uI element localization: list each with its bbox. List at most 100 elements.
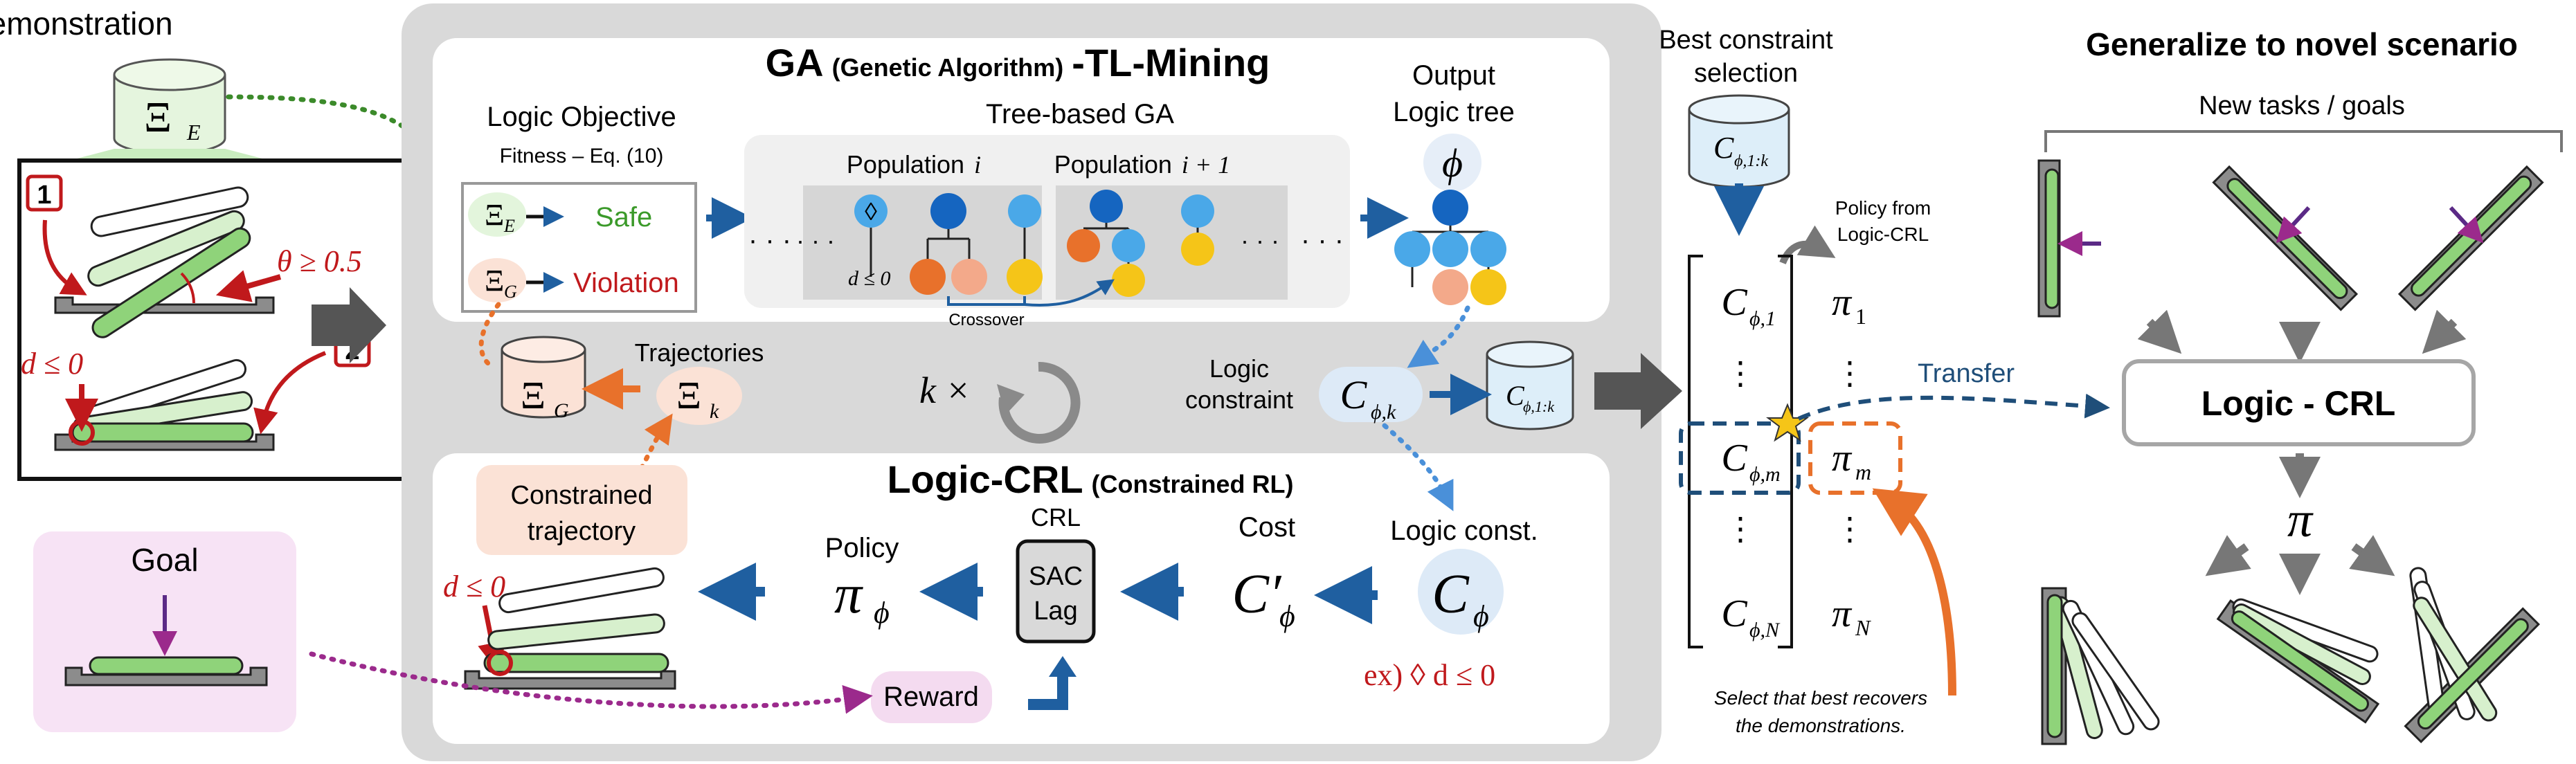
pop-d-condition: d ≤ 0	[848, 267, 890, 290]
svg-text:ϕ,1: ϕ,1	[1749, 307, 1776, 330]
fitness-label: Fitness – Eq. (10)	[500, 145, 664, 167]
c-phi: C	[1432, 564, 1470, 625]
pi-phi: π	[834, 564, 863, 625]
generalize-subtitle: New tasks / goals	[2199, 91, 2405, 120]
cost-label: Cost	[1239, 512, 1295, 543]
svg-text:⋮: ⋮	[1834, 356, 1866, 391]
demonstration-panel: Demonstration Ξ E 1 θ ≥ 0.5 d ≤ 0 2	[0, 6, 409, 481]
dots-right: · · ·	[1301, 225, 1344, 255]
ga-title: GA(Genetic Algorithm)-TL-Mining	[766, 41, 1270, 84]
svg-text:π: π	[1832, 592, 1853, 635]
logic-constraint-label-2: constraint	[1185, 385, 1293, 414]
demo-dataset-sub: E	[186, 120, 201, 145]
output-phi: ϕ	[1442, 140, 1463, 185]
svg-text:G: G	[554, 399, 569, 422]
middle-strip: Ξ G Trajectories Ξ k k × Logic constrain…	[478, 302, 1574, 511]
svg-text:ϕ: ϕ	[1473, 599, 1489, 633]
xi-g-cylinder-icon: Ξ G	[501, 336, 586, 422]
policy-label: Policy	[825, 533, 899, 563]
selection-title-2: selection	[1694, 59, 1798, 88]
selection-note-2: the demonstrations.	[1736, 715, 1906, 736]
transfer-label: Transfer	[1918, 359, 2015, 388]
crl-title: Logic-CRL(Constrained RL)	[887, 457, 1293, 501]
svg-text:k: k	[710, 400, 719, 423]
sac-lag-box	[1016, 539, 1096, 644]
svg-text:⋮: ⋮	[1724, 511, 1756, 547]
example-constraint: ex) ◊ d ≤ 0	[1364, 658, 1495, 692]
k-times-label: k ×	[919, 370, 971, 411]
generalize-pi: π	[2287, 492, 2314, 547]
svg-text:ϕ,1:k: ϕ,1:k	[1523, 398, 1555, 415]
svg-text:Logic - CRL: Logic - CRL	[2201, 384, 2396, 423]
svg-text:ϕ,k: ϕ,k	[1371, 401, 1396, 424]
svg-text:ϕ: ϕ	[874, 596, 890, 630]
svg-text:Lag: Lag	[1034, 597, 1077, 626]
trajectories-label: Trajectories	[635, 338, 764, 367]
svg-text:Ξ: Ξ	[521, 374, 546, 417]
svg-text:G: G	[504, 282, 517, 302]
loop-icon	[997, 361, 1081, 444]
safe-label: Safe	[595, 202, 652, 233]
svg-text:C: C	[1721, 437, 1747, 480]
svg-text:⋮: ⋮	[1834, 511, 1866, 547]
demo-dataset-symbol: Ξ	[144, 94, 172, 141]
dots-inner-left: · · ·	[796, 226, 835, 255]
svg-text:Ξ: Ξ	[676, 374, 701, 417]
demo-d-condition: d ≤ 0	[21, 347, 83, 381]
tree-ga-title: Tree-based GA	[986, 99, 1174, 129]
reward-box	[871, 671, 992, 723]
demonstration-title: Demonstration	[0, 6, 173, 42]
crl-label: CRL	[1031, 503, 1081, 531]
demo-theta-condition: θ ≥ 0.5	[277, 244, 362, 278]
goal-title: Goal	[131, 542, 198, 578]
output-title-2: Logic tree	[1393, 97, 1515, 127]
big-arrow-left	[312, 287, 386, 363]
crl-d-condition: d ≤ 0	[443, 570, 505, 603]
demo-step-1: 1	[37, 181, 51, 210]
svg-text:m: m	[1855, 460, 1871, 484]
svg-text:C: C	[1721, 281, 1747, 324]
svg-text:SAC: SAC	[1029, 562, 1083, 591]
svg-text:1: 1	[1855, 304, 1866, 329]
output-title-1: Output	[1412, 60, 1495, 91]
logic-objective: Logic Objective Fitness – Eq. (10) Ξ E S…	[461, 102, 697, 313]
selection-panel: Best constraint selection C ϕ,1:k Policy…	[1659, 26, 2110, 736]
logic-objective-title: Logic Objective	[487, 102, 676, 132]
c-store-cylinder-icon: C ϕ,1:k	[1486, 340, 1574, 430]
svg-text:C: C	[1506, 380, 1525, 411]
svg-text:E: E	[503, 216, 515, 236]
generalize-panel: Generalize to novel scenario New tasks /…	[2037, 26, 2563, 745]
svg-text:ϕ,N: ϕ,N	[1749, 619, 1781, 642]
svg-text:ϕ: ϕ	[1279, 599, 1295, 633]
big-arrow-right	[1594, 353, 1682, 429]
svg-text:C: C	[1340, 372, 1368, 417]
demo-dataset-cylinder-icon: Ξ E	[113, 58, 226, 155]
svg-text:ϕ,m: ϕ,m	[1749, 463, 1781, 486]
star-icon	[1766, 403, 1809, 442]
svg-text:π: π	[1832, 281, 1853, 324]
svg-text:Ξ: Ξ	[485, 198, 504, 232]
dots-inner-right: · · ·	[1241, 226, 1279, 255]
crossover-label: Crossover	[948, 311, 1024, 329]
svg-text:C: C	[1713, 131, 1734, 165]
svg-text:ϕ,1:k: ϕ,1:k	[1734, 152, 1768, 170]
svg-text:trajectory: trajectory	[528, 517, 636, 546]
logic-constraint-label-1: Logic	[1209, 354, 1269, 383]
policy-from-1: Policy from	[1835, 197, 1931, 219]
logic-crl-box	[2122, 359, 2476, 446]
svg-text:Reward: Reward	[883, 682, 979, 712]
svg-text:Constrained: Constrained	[511, 481, 653, 510]
policy-from-2: Logic-CRL	[1837, 224, 1929, 245]
svg-text:π: π	[1832, 437, 1853, 480]
pi-m-highlight	[1808, 421, 1902, 495]
constrained-trajectory: Constrained trajectory	[476, 465, 687, 555]
generalize-title: Generalize to novel scenario	[2086, 26, 2518, 62]
crl-bar-scene: d ≤ 0	[443, 567, 676, 690]
goal-panel: Goal	[33, 531, 296, 732]
output-logic-tree: Output Logic tree ϕ	[1393, 60, 1515, 305]
violation-label: Violation	[573, 268, 679, 298]
